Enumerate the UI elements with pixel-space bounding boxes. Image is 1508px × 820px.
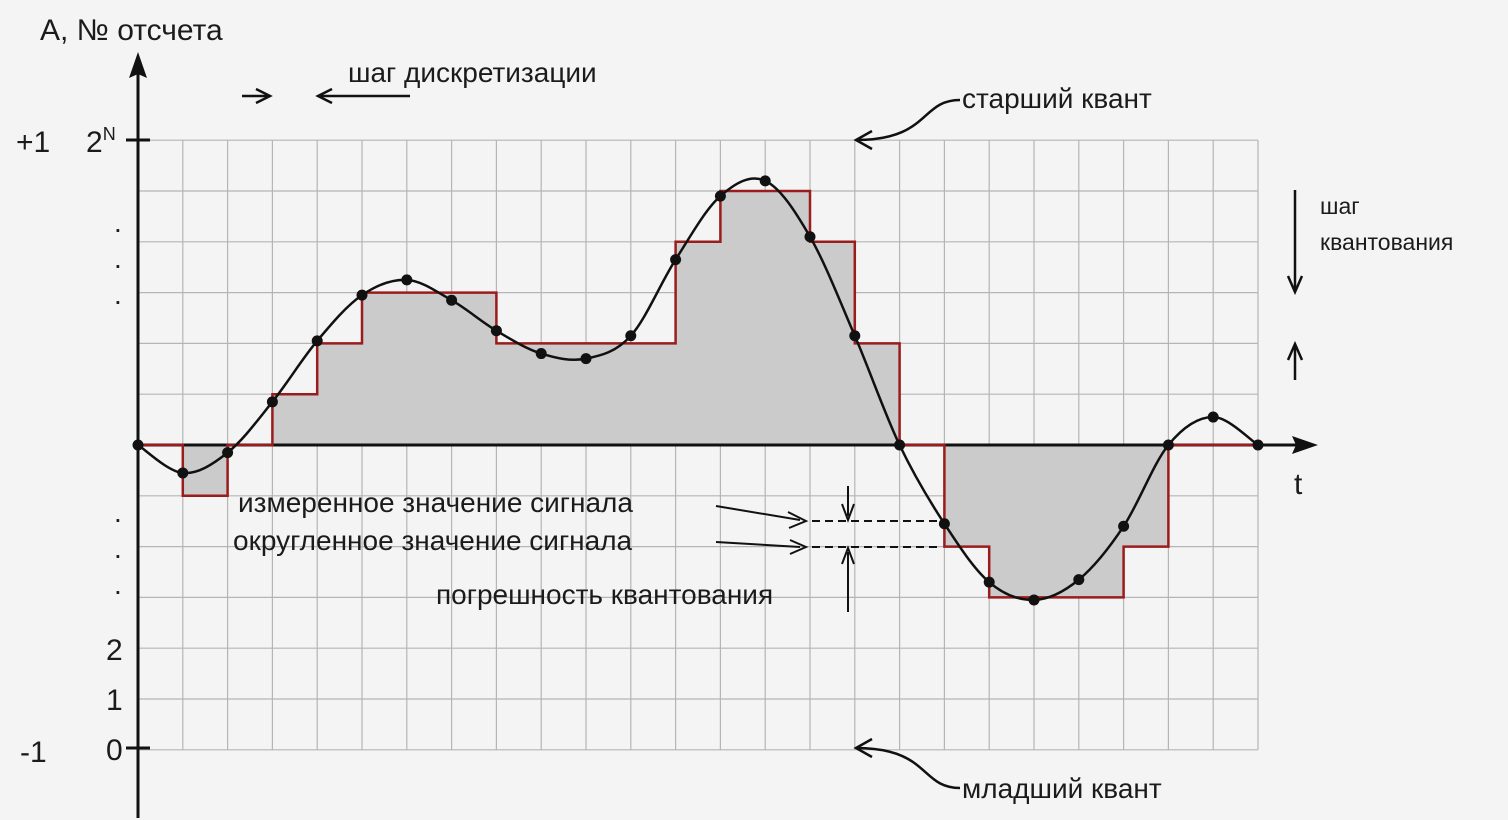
y-axis-title: А, № отсчета — [40, 14, 223, 47]
sample-point — [266, 396, 278, 408]
sample-point — [759, 175, 771, 187]
code-0-label: 0 — [106, 734, 123, 767]
sample-point — [1028, 594, 1040, 606]
sample-point — [535, 348, 547, 360]
msb-arrowhead — [853, 129, 873, 151]
sample-point — [580, 353, 592, 365]
sample-point — [670, 254, 682, 266]
sample-point — [938, 518, 950, 530]
sample-point — [222, 447, 234, 459]
sample-point — [625, 330, 637, 342]
lsb-label: младший квант — [962, 773, 1162, 804]
msb-arrow — [855, 98, 961, 142]
x-axis-title: t — [1294, 468, 1303, 501]
ellipsis-dot: . — [114, 569, 122, 600]
ellipsis-dot: . — [114, 533, 122, 564]
sample-point — [894, 439, 906, 451]
ellipsis-dot: . — [114, 207, 122, 238]
quant-step-label-2: квантования — [1320, 229, 1453, 255]
sampling-step-label: шаг дискретизации — [348, 57, 597, 88]
sample-point — [1207, 411, 1219, 423]
x-axis — [138, 436, 1318, 454]
msb-label: старший квант — [962, 83, 1152, 114]
ellipsis-dot: . — [114, 279, 122, 310]
sample-point — [1073, 574, 1085, 586]
sample-point — [983, 576, 995, 588]
sampling-step-arrows — [242, 87, 410, 105]
sample-point — [849, 330, 861, 342]
lsb-arrowhead — [853, 737, 873, 759]
code-2-label: 2 — [106, 634, 123, 667]
sample-point — [401, 274, 413, 286]
top-code-label: 2N — [86, 124, 116, 159]
sample-point — [1252, 439, 1264, 451]
sample-point — [311, 335, 323, 347]
quant-step-label-1: шаг — [1320, 193, 1360, 219]
measured-value-label: измеренное значение сигнала — [238, 487, 633, 518]
sample-point — [177, 467, 189, 479]
y-axis — [126, 52, 150, 818]
sample-point — [804, 231, 816, 243]
ellipsis-dot: . — [114, 497, 122, 528]
ellipsis-dot: . — [114, 243, 122, 274]
quant-error-label: погрешность квантования — [436, 579, 773, 610]
sample-point — [1162, 439, 1174, 451]
minus-one-label: -1 — [20, 736, 47, 769]
sample-point — [1118, 520, 1130, 532]
quant-step-arrows — [1286, 190, 1304, 380]
sample-point — [356, 289, 368, 301]
sample-point — [446, 294, 458, 306]
rounded-value-label: округленное значение сигнала — [233, 525, 633, 556]
sample-point — [490, 325, 502, 337]
error-callout-lines — [715, 486, 940, 612]
sample-point — [714, 190, 726, 202]
lsb-arrow — [855, 746, 961, 790]
plus-one-label: +1 — [16, 126, 50, 159]
code-1-label: 1 — [106, 684, 123, 717]
